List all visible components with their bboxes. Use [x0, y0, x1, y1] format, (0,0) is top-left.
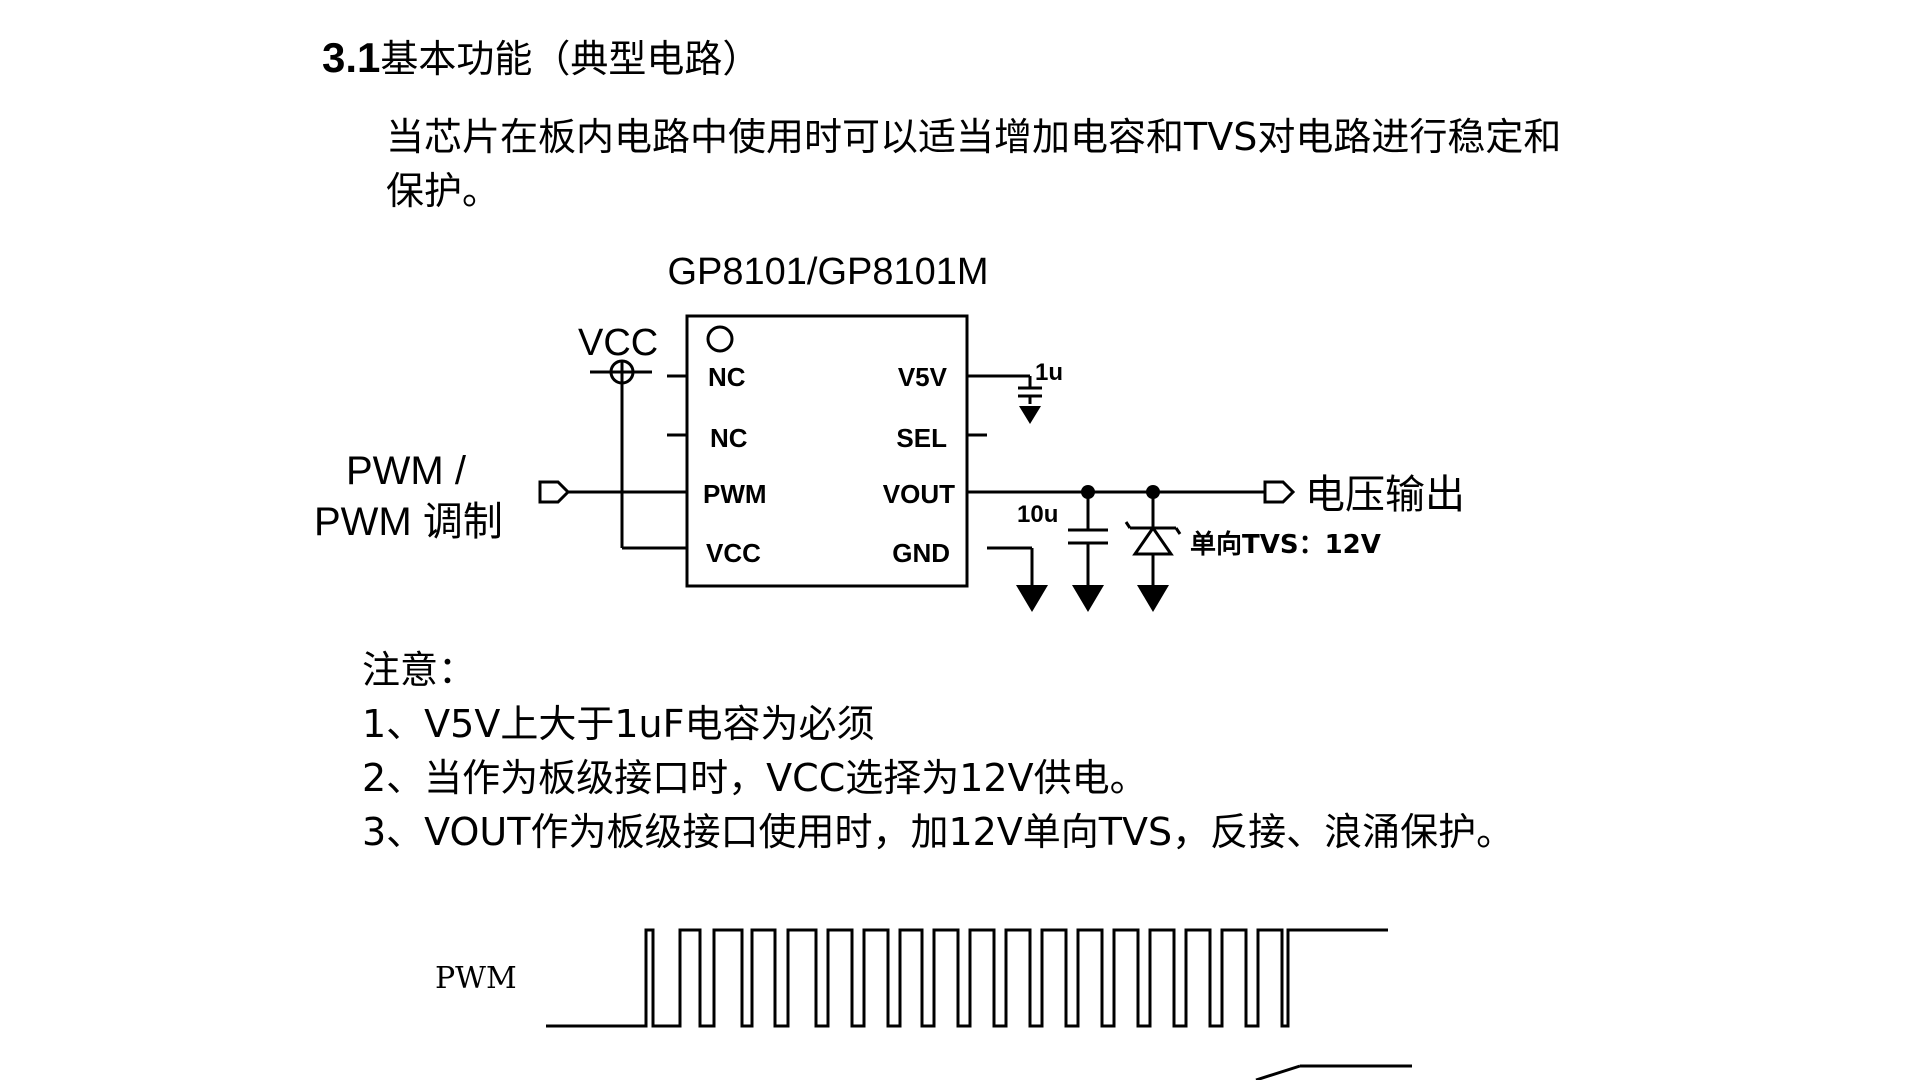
- pin-vout: VOUT: [883, 479, 955, 509]
- note-item-2: 2、当作为板级接口时，VCC选择为12V供电。: [362, 756, 1148, 800]
- tvs-diode-icon: [1132, 525, 1174, 556]
- ground-icon: [1016, 585, 1048, 612]
- section-heading: 3.1基本功能（典型电路）: [322, 30, 760, 87]
- chip-name: GP8101/GP8101M: [667, 251, 988, 293]
- vcc-label: VCC: [578, 322, 658, 364]
- output-label: 电压输出: [1305, 472, 1465, 518]
- input-label-line2: PWM 调制: [314, 500, 503, 544]
- cap-vout-label: 10u: [1017, 501, 1058, 528]
- pin-gnd: GND: [892, 538, 950, 568]
- pin-nc-2: NC: [710, 423, 748, 453]
- tvs-label: 单向TVS：12V: [1190, 529, 1381, 560]
- intro-line-2: 保护。: [386, 169, 501, 213]
- voltage-waveform-fragment: [1255, 1064, 1301, 1080]
- notes-section: 注意： 1、V5V上大于1uF电容为必须 2、当作为板级接口时，VCC选择为12…: [362, 643, 1514, 859]
- voltage-output-port-icon: [1263, 480, 1296, 504]
- cap-v5v-label: 1u: [1035, 359, 1063, 386]
- pwm-waveform-label: PWM: [435, 961, 517, 996]
- pin-v5v: V5V: [898, 362, 948, 392]
- ground-icon: [1137, 585, 1169, 612]
- pin1-marker: [706, 325, 734, 353]
- pin-pwm: PWM: [703, 479, 767, 509]
- section-title: 基本功能（典型电路）: [380, 37, 761, 81]
- input-label-line1: PWM /: [346, 449, 467, 493]
- pin-vcc: VCC: [706, 538, 761, 568]
- ground-icon: [1072, 585, 1104, 612]
- ground-icon: [1019, 406, 1041, 424]
- note-item-3: 3、VOUT作为板级接口使用时，加12V单向TVS，反接、浪涌保护。: [362, 810, 1515, 854]
- junction-dot: [1081, 485, 1095, 499]
- junction-dot: [1146, 485, 1160, 499]
- pin-nc-1: NC: [708, 362, 746, 392]
- intro-paragraph: 当芯片在板内电路中使用时可以适当增加电容和TVS对电路进行稳定和 保护。: [386, 110, 1686, 218]
- intro-line-1: 当芯片在板内电路中使用时可以适当增加电容和TVS对电路进行稳定和: [386, 115, 1562, 159]
- section-number: 3.1: [322, 34, 381, 81]
- notes-title: 注意：: [362, 648, 477, 692]
- pwm-input-port-icon: [538, 480, 571, 504]
- pin-sel: SEL: [896, 423, 947, 453]
- chip-body: [685, 314, 969, 588]
- note-item-1: 1、V5V上大于1uF电容为必须: [362, 702, 875, 746]
- pwm-waveform: [546, 928, 1388, 1028]
